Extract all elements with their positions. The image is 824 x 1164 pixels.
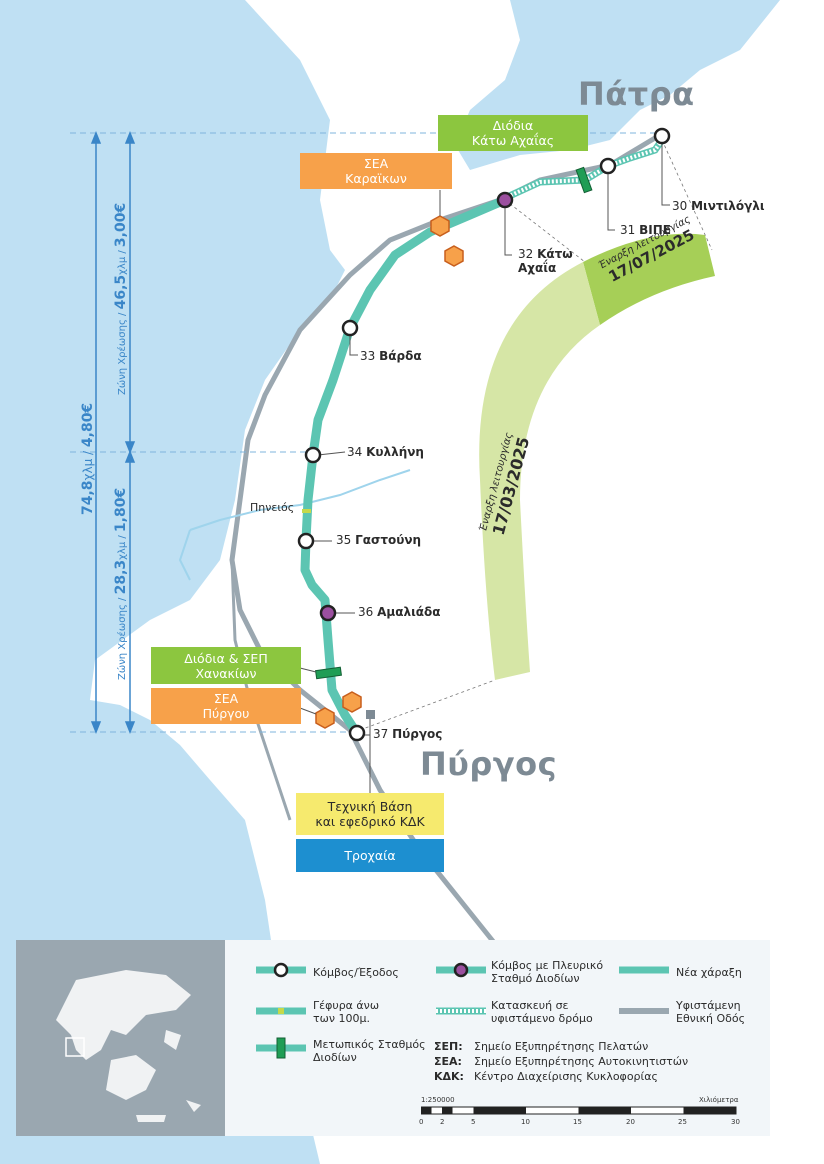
sea-icons: [315, 215, 464, 729]
river-branch: [178, 529, 191, 581]
scale-unit: Χιλιόμετρα: [699, 1096, 739, 1104]
river: [189, 469, 411, 531]
abbr-sep: ΣΕΠ:Σημείο Εξυπηρέτησης Πελατών: [434, 1040, 649, 1053]
greece-minimap: [16, 940, 225, 1136]
traffic-police-box: Τροχαία: [296, 839, 444, 872]
tech-base-marker: [366, 710, 375, 719]
scale-tick-10: 10: [521, 1118, 530, 1126]
toll-station-chanakia: [314, 666, 342, 680]
legend-node-label: Κόμβος/Έξοδος: [313, 966, 399, 979]
node-34: [304, 446, 322, 464]
greece-outline: [56, 970, 201, 1122]
node-35: [297, 532, 315, 550]
route-nodes: [297, 127, 671, 742]
legend-mainline-toll-icon: [256, 1037, 306, 1059]
scale-ratio: 1:250000: [421, 1096, 455, 1104]
node-label-33: 33 Βάρδα: [360, 349, 422, 363]
city-patra: Πάτρα: [578, 75, 695, 113]
toll-station-achaia: [575, 166, 593, 194]
abbr-kdk: ΚΔΚ:Κέντρο Διαχείρισης Κυκλοφορίας: [434, 1070, 658, 1083]
zone-south-label: Ζώνη Χρέωσης / 28,3χλμ / 1,80€: [113, 487, 129, 680]
legend-existing-icon: [619, 1008, 669, 1014]
legend-node-icon: [256, 962, 306, 978]
scale-tick-5: 5: [471, 1118, 476, 1126]
arc-2025-03: [479, 262, 600, 680]
river-label: Πηνειός: [250, 501, 295, 514]
legend-new-route-label: Νέα χάραξη: [676, 966, 742, 979]
scale-bar: [421, 1106, 737, 1115]
scale-tick-20: 20: [626, 1118, 635, 1126]
scale-tick-0: 0: [419, 1118, 424, 1126]
node-label-35: 35 Γαστούνη: [336, 533, 422, 547]
scale-tick-30: 30: [731, 1118, 740, 1126]
node-label-37: 37 Πύργος: [373, 727, 443, 741]
dimension-arrows: [90, 130, 136, 735]
scale-tick-25: 25: [678, 1118, 687, 1126]
node-31: [599, 157, 617, 175]
arc-2025-07: [583, 233, 715, 325]
node-label-30: 30 Μιντιλόγλι: [672, 199, 765, 213]
scale-tick-2: 2: [440, 1118, 445, 1126]
new-route: [300, 195, 510, 740]
node-label-31: 31 ΒΙΠΕ: [620, 223, 671, 237]
legend-construction-icon: [436, 1007, 486, 1015]
legend-new-route-icon: [619, 966, 669, 974]
minimap-highlight: [65, 1037, 85, 1057]
abbr-sea: ΣΕΑ:Σημείο Εξυπηρέτησης Αυτοκινητιστών: [434, 1055, 689, 1068]
legend-bridge-icon: [256, 1007, 306, 1015]
node-label-36: 36 Αμαλιάδα: [358, 605, 441, 619]
node-label-34: 34 Κυλλήνη: [347, 445, 424, 459]
bridge-marker: [302, 509, 311, 513]
node-36: [319, 604, 337, 622]
node-32: [496, 191, 514, 209]
scale-tick-15: 15: [573, 1118, 582, 1126]
node-label-32: 32 Κάτω Αχαΐα: [518, 247, 573, 275]
city-pyrgos: Πύργος: [420, 745, 558, 783]
legend-node-toll-icon: [436, 962, 486, 978]
zone-total-label: 74,8χλμ / 4,80€: [80, 402, 96, 515]
arc-guide-1: [504, 199, 586, 263]
node-33: [341, 319, 359, 337]
node-37: [348, 724, 366, 742]
node-30: [653, 127, 671, 145]
zone-north-label: Ζώνη Χρέωσης / 46,5χλμ / 3,00€: [113, 202, 129, 395]
arc-guide-2: [661, 139, 713, 251]
